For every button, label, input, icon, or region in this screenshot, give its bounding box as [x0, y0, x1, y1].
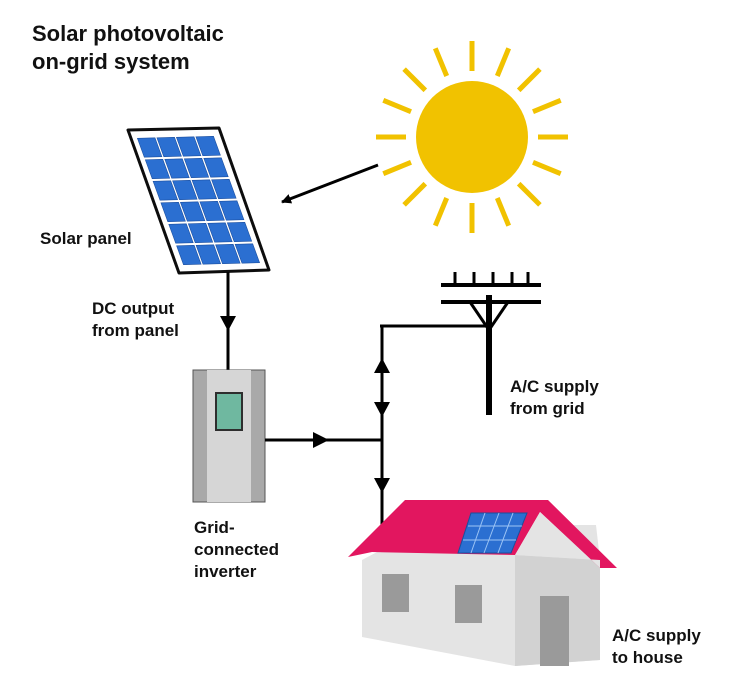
panel-cell [195, 244, 222, 265]
panel-cell [234, 243, 261, 264]
panel-cell [179, 201, 206, 222]
panel-cell [215, 243, 241, 265]
utility-pole-icon [441, 272, 541, 415]
house-supply-label-line-2: to house [612, 648, 683, 667]
house-supply-label-line-1: A/C supply [612, 626, 701, 645]
dc-output-label-line-2: from panel [92, 321, 179, 340]
panel-cell [226, 221, 253, 243]
grid-arrow-down [374, 402, 390, 417]
panel-cell [203, 157, 229, 178]
inverter-label-line-1: Grid- [194, 518, 235, 537]
solar-panel-label: Solar panel [40, 229, 132, 248]
sun-icon [376, 41, 568, 233]
panel-cell [218, 200, 245, 221]
panel-cell [136, 137, 163, 158]
panel-cell [187, 222, 214, 244]
panel-cell [191, 179, 218, 200]
panel-cell [207, 222, 233, 243]
title-line-1: Solar photovoltaic [32, 21, 224, 46]
panel-cell [164, 158, 190, 179]
panel-cell [160, 201, 186, 223]
panel-cell [183, 157, 210, 179]
sunlight-arrow [281, 163, 379, 204]
ac-wiring [265, 324, 489, 525]
panel-cell [168, 223, 194, 244]
grid-supply-label-line-1: A/C supply [510, 377, 599, 396]
house-arrow-down [374, 478, 390, 493]
grid-supply-label-line-2: from grid [510, 399, 585, 418]
panel-cell [176, 244, 202, 266]
dc-output-label-line-1: DC output [92, 299, 175, 318]
panel-cell [211, 178, 237, 200]
panel-cell [172, 179, 198, 201]
panel-cell [152, 180, 179, 201]
panel-cell [156, 136, 182, 158]
panel-cell [175, 136, 202, 157]
panel-cell [199, 200, 225, 222]
title-line-2: on-grid system [32, 49, 190, 74]
solar-panel-icon [126, 126, 271, 275]
inverter-label-line-3: inverter [194, 562, 257, 581]
house-icon [348, 500, 617, 666]
panel-cell [195, 135, 221, 157]
roof-solar-panel-icon [457, 512, 528, 554]
inverter-label-line-2: connected [194, 540, 280, 559]
dc-arrow [220, 316, 236, 331]
grid-arrow-up [374, 358, 390, 373]
inverter-output-arrow [313, 432, 329, 448]
panel-cell [144, 158, 171, 180]
inverter-icon [192, 369, 266, 503]
